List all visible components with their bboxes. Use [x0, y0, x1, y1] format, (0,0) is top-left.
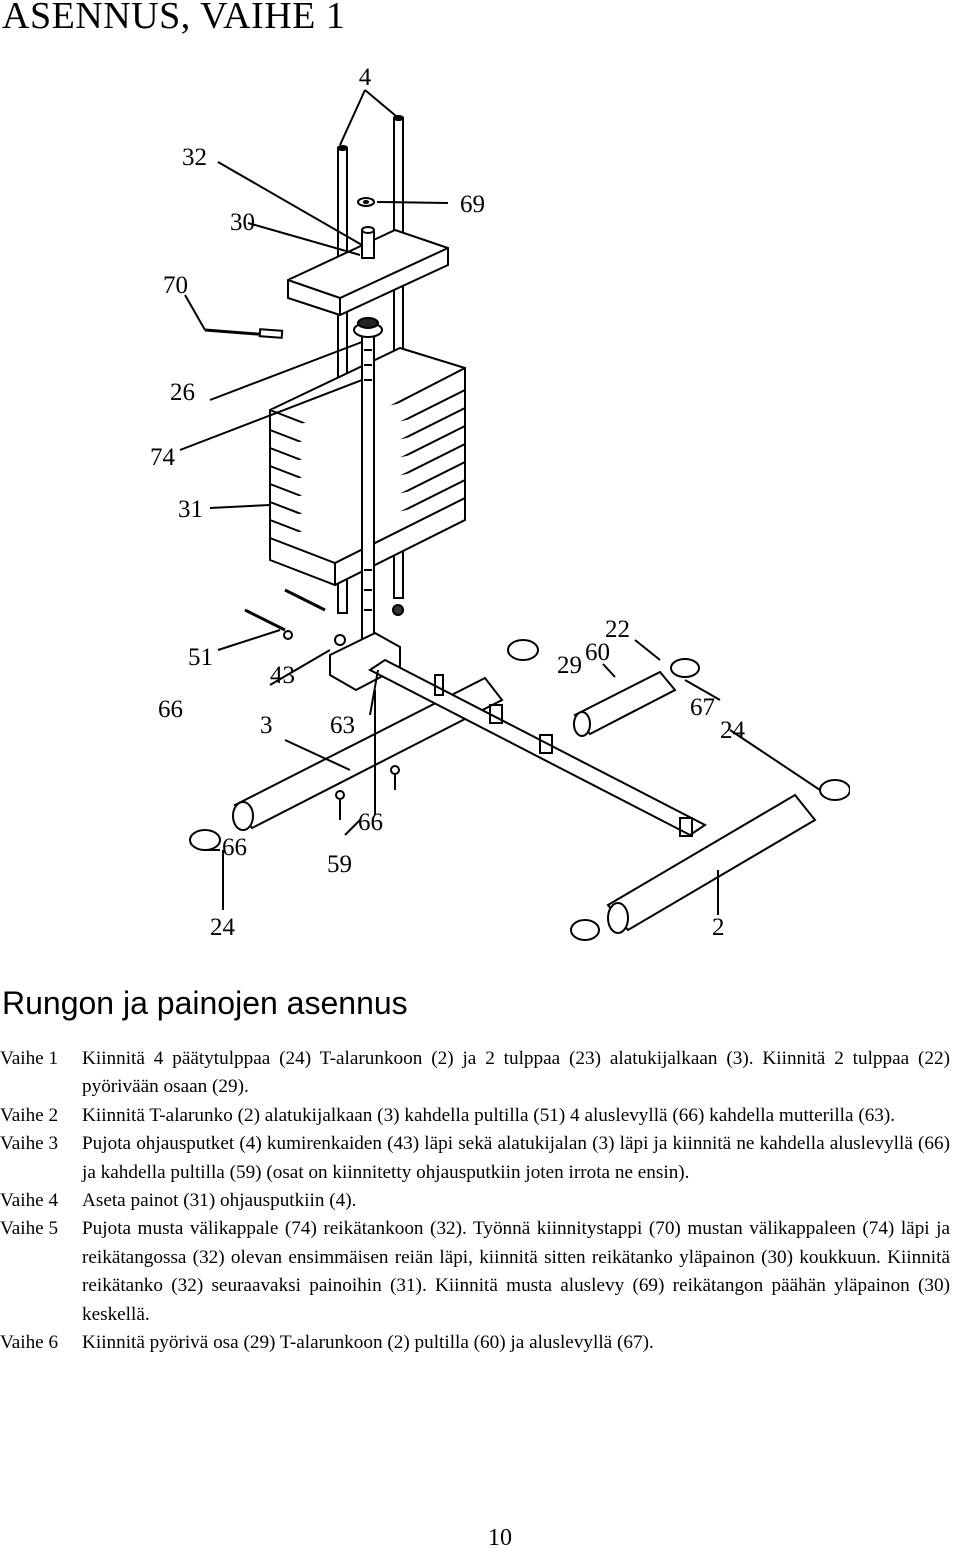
step-4: Vaihe 4 Aseta painot (31) ohjausputkiin … [0, 1187, 950, 1215]
step-5: Vaihe 5 Pujota musta välikappale (74) re… [0, 1215, 950, 1329]
step-label: Vaihe 5 [0, 1218, 59, 1240]
step-label: Vaihe 1 [0, 1048, 59, 1069]
t-frame-bar [368, 658, 707, 837]
callout-label: 51 [188, 644, 213, 671]
callout-label: 2 [712, 914, 725, 941]
callout-label: 66 [158, 696, 183, 723]
callout-label: 66 [222, 834, 247, 861]
callout-label: 66 [358, 809, 383, 836]
callout-label: 26 [170, 379, 195, 406]
section-title: Rungon ja painojen asennus [2, 985, 408, 1021]
page-title: ASENNUS, VAIHE 1 [2, 0, 346, 37]
step-label: Vaihe 3 [0, 1133, 59, 1155]
callout-label: 32 [182, 144, 207, 171]
step-6: Vaihe 6 Kiinnitä pyörivä osa (29) T-alar… [0, 1329, 950, 1357]
callout-label: 30 [230, 209, 255, 236]
step-label: Vaihe 6 [0, 1332, 59, 1354]
end-cap [507, 639, 539, 661]
callout-label: 43 [270, 662, 295, 689]
callout-label: 22 [605, 616, 630, 643]
callout-label: 59 [327, 851, 352, 878]
step-text: Pujota ohjausputket (4) kumirenkaiden (4… [82, 1133, 950, 1183]
callout-label: 69 [460, 191, 485, 218]
step-2: Vaihe 2 Kiinnitä T-alarunko (2) alatukij… [0, 1102, 950, 1130]
step-label: Vaihe 4 [0, 1190, 59, 1212]
callout-label: 60 [585, 639, 610, 666]
callout-label: 67 [690, 694, 715, 721]
step-text: Pujota musta välikappale (74) reikätanko… [82, 1218, 950, 1325]
end-cap [819, 779, 850, 801]
callout-label: 3 [260, 712, 273, 739]
callout-label: 63 [330, 712, 355, 739]
end-cap [570, 919, 600, 941]
step-text: Kiinnitä 4 päätytulppaa (24) T-alarunkoo… [82, 1048, 950, 1098]
step-text: Aseta painot (31) ohjausputkiin (4). [82, 1190, 357, 1212]
step-1: Vaihe 1 Kiinnitä 4 päätytulppaa (24) T-a… [0, 1045, 950, 1102]
callout-label: 31 [178, 496, 203, 523]
callout-label: 70 [163, 272, 188, 299]
swivel-part [573, 670, 677, 737]
step-label: Vaihe 2 [0, 1104, 59, 1126]
end-cap [189, 829, 221, 851]
base-leg [232, 676, 504, 831]
step-text: Kiinnitä T-alarunko (2) alatukijalkaan (… [82, 1104, 896, 1126]
callout-label: 74 [150, 444, 176, 471]
t-frame-cross [606, 793, 817, 934]
callout-label: 24 [720, 717, 746, 744]
callout-label: 24 [210, 914, 236, 941]
top-plate [287, 226, 449, 317]
end-cap [670, 658, 700, 678]
callout-label: 4 [359, 64, 372, 91]
callout-label: 29 [557, 652, 582, 679]
page-number: 10 [488, 1525, 512, 1551]
step-text: Kiinnitä pyörivä osa (29) T-alarunkoon (… [82, 1332, 654, 1354]
assembly-steps: Vaihe 1 Kiinnitä 4 päätytulppaa (24) T-a… [0, 1045, 950, 1357]
step-3: Vaihe 3 Pujota ohjausputket (4) kumirenk… [0, 1130, 950, 1187]
assembly-diagram: 4 32 69 30 70 26 74 31 51 43 66 3 63 66 … [150, 64, 850, 941]
